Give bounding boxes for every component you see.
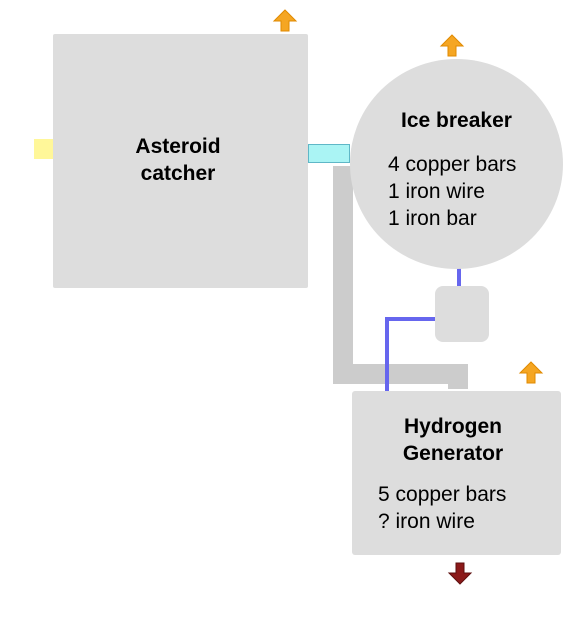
ice-breaker-requirement: 1 iron bar xyxy=(388,207,477,230)
junction-box[interactable] xyxy=(435,286,489,342)
ice-breaker-requirements: 4 copper bars 1 iron wire 1 iron bar xyxy=(388,151,516,232)
asteroid-catcher-title-line-1: Asteroid xyxy=(135,135,221,158)
hydrogen-generator-requirements: 5 copper bars ? iron wire xyxy=(378,481,506,535)
asteroid-catcher-title: Asteroid catcher xyxy=(53,133,303,187)
asteroid-catcher-output-port[interactable] xyxy=(308,144,350,163)
hydrogen-generator-block[interactable] xyxy=(352,391,561,555)
asteroid-catcher-title-line-2: catcher xyxy=(140,162,216,185)
ice-breaker-title: Ice breaker xyxy=(350,107,563,134)
hydrogen-generator-title-line-2: Generator xyxy=(402,442,504,465)
ice-breaker-requirement: 1 iron wire xyxy=(388,180,485,203)
wire-junction-to-generator xyxy=(385,317,436,392)
asteroid-catcher-block[interactable] xyxy=(53,34,308,288)
hydrogen-generator-requirement: 5 copper bars xyxy=(378,483,507,506)
hydrogen-generator-title: Hydrogen Generator xyxy=(352,413,554,467)
arrow-down-icon xyxy=(447,562,473,585)
arrow-up-icon xyxy=(518,361,544,384)
asteroid-catcher-input-port[interactable] xyxy=(34,139,53,159)
conveyor-belt xyxy=(333,166,468,389)
ice-breaker-block[interactable] xyxy=(350,59,563,269)
hydrogen-generator-requirement: ? iron wire xyxy=(378,510,475,533)
arrow-up-icon xyxy=(439,34,465,57)
arrow-up-icon xyxy=(272,9,298,32)
ice-breaker-title-line-1: Ice breaker xyxy=(401,109,512,132)
ice-breaker-requirement: 4 copper bars xyxy=(388,153,517,176)
hydrogen-generator-title-line-1: Hydrogen xyxy=(403,415,502,438)
